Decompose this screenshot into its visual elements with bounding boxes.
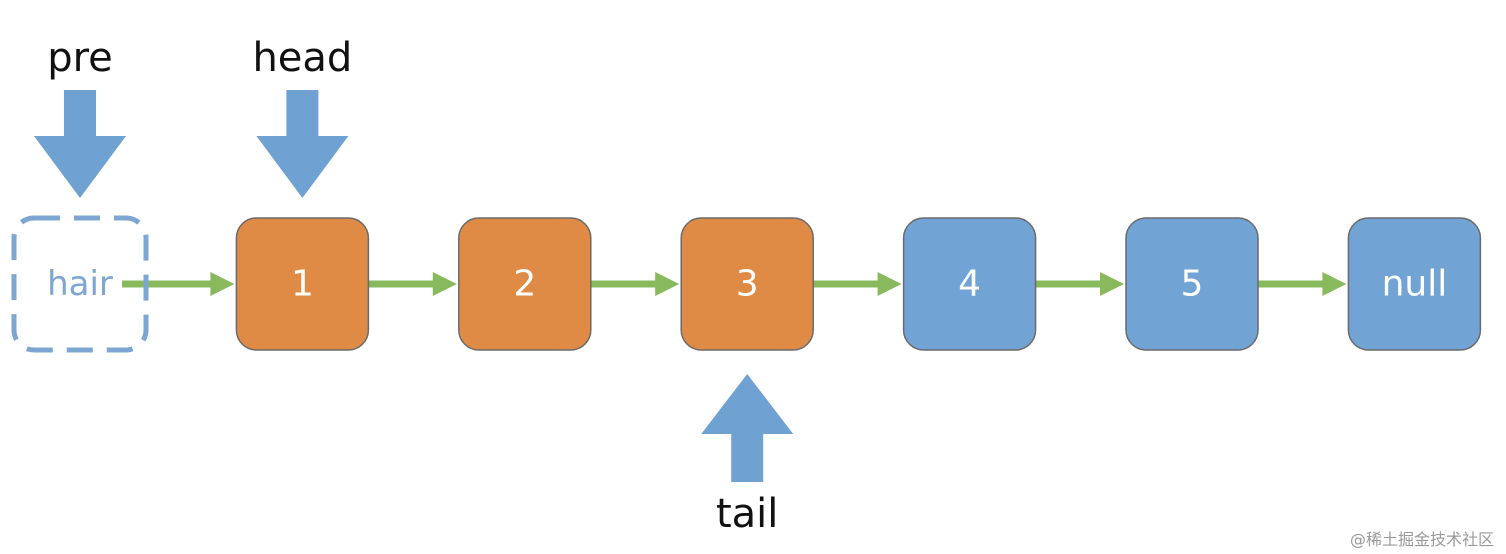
- pointer-arrow: [701, 374, 794, 482]
- node-null: null: [1347, 217, 1482, 351]
- node-label: 3: [736, 264, 759, 305]
- node-hair: hair: [11, 215, 149, 353]
- node-label: 1: [291, 264, 314, 305]
- pointer-arrows: pre head tail: [34, 35, 794, 537]
- node-box: [902, 217, 1037, 351]
- node-label: 5: [1181, 264, 1204, 305]
- link-arrowhead: [432, 272, 457, 296]
- link-arrowhead: [1100, 272, 1124, 296]
- link-arrowhead: [877, 272, 902, 296]
- link-arrowhead: [1322, 272, 1347, 296]
- node-box: [458, 217, 592, 351]
- node-3: 3: [680, 217, 814, 351]
- node-box: [680, 217, 814, 351]
- pointer-label: tail: [716, 491, 778, 537]
- pointer-arrow: [256, 90, 349, 198]
- list-nodes: hair 1 2 3 4 5 null: [11, 215, 1482, 353]
- node-1: 1: [235, 217, 370, 351]
- node-4: 4: [902, 217, 1037, 351]
- node-label: hair: [47, 264, 113, 304]
- node-box: [1125, 217, 1259, 351]
- node-2: 2: [458, 217, 592, 351]
- node-label: 2: [513, 264, 536, 305]
- node-box: [1347, 217, 1482, 351]
- node-box-dashed: [11, 215, 149, 353]
- pointer-arrow: [34, 90, 126, 198]
- watermark-text: @稀土掘金技术社区: [1350, 530, 1494, 549]
- node-box: [235, 217, 370, 351]
- pointer-tail: tail: [701, 374, 794, 537]
- pointer-label: pre: [47, 35, 113, 81]
- link-arrowhead: [655, 272, 680, 296]
- pointer-head: head: [252, 35, 352, 198]
- node-5: 5: [1125, 217, 1259, 351]
- pointer-pre: pre: [34, 35, 126, 198]
- node-label: null: [1382, 264, 1448, 305]
- pointer-label: head: [252, 35, 352, 81]
- node-label: 4: [958, 264, 981, 305]
- link-arrowhead: [210, 272, 235, 296]
